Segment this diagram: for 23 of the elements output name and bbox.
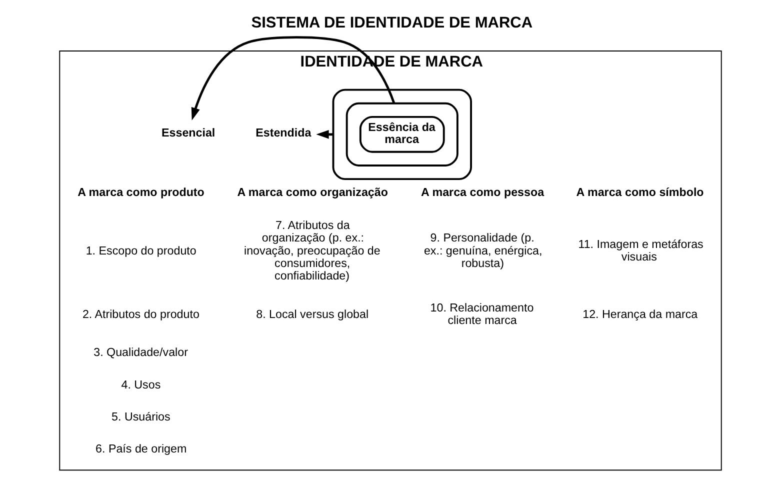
label: 4. Usos <box>121 378 161 392</box>
label: A marca como símbolo <box>576 186 704 200</box>
label: 6. País de origem <box>96 442 187 456</box>
label: 10. Relacionamento cliente marca <box>430 302 534 328</box>
diagram-title: SISTEMA DE IDENTIDADE DE MARCA <box>251 14 533 32</box>
cluster <box>346 102 458 166</box>
node-text: Estendida <box>256 126 312 140</box>
label: 9. Personalidade (p. ex.: genuína, enérgica, robusta) <box>424 232 542 270</box>
label: 8. Local versus global <box>256 308 369 321</box>
label: 12. Herança da marca <box>582 308 698 321</box>
node-box: Essência da marca <box>359 116 445 153</box>
label: A marca como organização <box>237 186 388 200</box>
label: 1. Escopo do produto <box>86 244 196 258</box>
label: A marca como pessoa <box>421 186 544 200</box>
label: 7. Atributos da organização (p. ex.: inovação, preocupação de consumidores, confiabilidade) <box>244 219 380 283</box>
label: A marca como produto <box>78 186 204 200</box>
label: 2. Atributos do produto <box>82 308 200 321</box>
label: 11. Imagem e metáforas visuais <box>578 238 704 264</box>
label: 5. Usuários <box>112 410 170 424</box>
node-text: Essencial <box>162 126 216 140</box>
cluster <box>332 88 472 180</box>
arrow <box>191 36 396 120</box>
label: 3. Qualidade/valor <box>94 346 188 360</box>
